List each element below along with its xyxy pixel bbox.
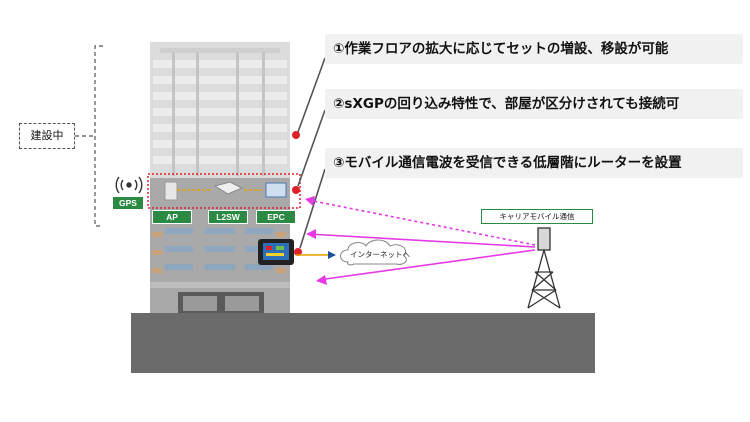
callout-2: ②sXGPの回り込み特性で、部屋が区分けされても接続可 bbox=[325, 89, 743, 119]
construction-bracket bbox=[75, 45, 103, 227]
epc-device bbox=[265, 182, 287, 198]
callout-connectors bbox=[297, 57, 326, 249]
carrier-label: キャリアモバイル通信 bbox=[481, 209, 593, 224]
carrier-tower-icon bbox=[527, 227, 561, 309]
ap-label: AP bbox=[152, 210, 192, 224]
internet-cloud-icon bbox=[340, 239, 407, 266]
gps-antenna-icon bbox=[115, 176, 143, 194]
l2sw-device bbox=[213, 181, 244, 195]
device-floor-outline bbox=[147, 173, 301, 209]
epc-label: EPC bbox=[256, 210, 296, 224]
router-device bbox=[258, 239, 294, 265]
l2sw-label: L2SW bbox=[208, 210, 248, 224]
ap-device bbox=[164, 181, 178, 201]
construction-label: 建設中 bbox=[19, 123, 75, 149]
ground-block bbox=[131, 313, 595, 373]
callout-3: ③モバイル通信電波を受信できる低層階にルーターを設置 bbox=[325, 148, 743, 178]
signal-arrows bbox=[305, 196, 536, 285]
callout-1: ①作業フロアの拡大に応じてセットの増設、移設が可能 bbox=[325, 34, 743, 64]
internet-label: インターネットへ bbox=[350, 250, 410, 259]
internet-arrow-head bbox=[328, 251, 336, 259]
gps-label: GPS bbox=[112, 196, 144, 210]
building-upper bbox=[150, 42, 290, 178]
marker-dots bbox=[292, 131, 302, 256]
